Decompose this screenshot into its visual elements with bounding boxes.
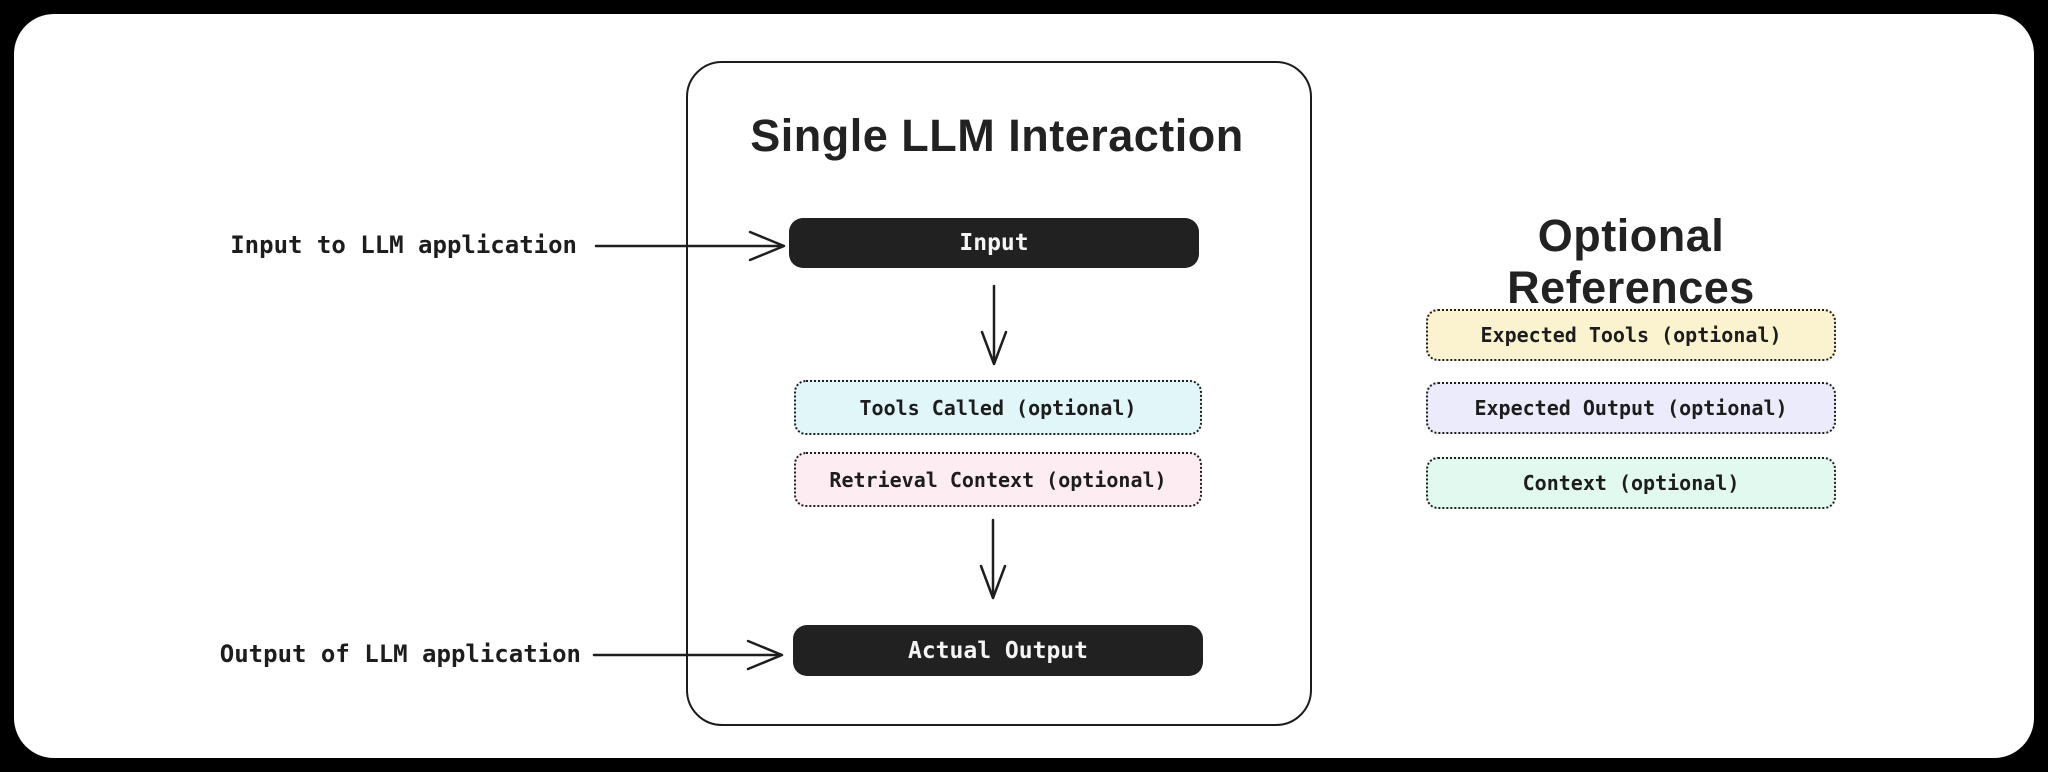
single-llm-interaction-container (686, 61, 1312, 726)
tools-called-node-label: Tools Called (optional) (859, 395, 1137, 420)
retrieval-context-node: Retrieval Context (optional) (794, 452, 1202, 507)
input-node: Input (789, 218, 1199, 268)
tools-called-node: Tools Called (optional) (794, 380, 1202, 435)
actual-output-node: Actual Output (793, 625, 1203, 676)
arrow-right-icon (592, 639, 784, 671)
context-reference-label: Context (optional) (1522, 471, 1740, 495)
context-reference: Context (optional) (1426, 457, 1836, 509)
expected-output-reference: Expected Output (optional) (1426, 382, 1836, 434)
input-node-label: Input (959, 230, 1029, 256)
expected-output-reference-label: Expected Output (optional) (1474, 396, 1788, 420)
diagram-title: Single LLM Interaction (750, 110, 1244, 161)
expected-tools-reference: Expected Tools (optional) (1426, 309, 1836, 361)
output-annotation-label: Output of LLM application (219, 640, 581, 668)
actual-output-node-label: Actual Output (907, 637, 1088, 664)
input-annotation-label: Input to LLM application (230, 231, 577, 259)
optional-references-title: Optional References (1507, 210, 1755, 313)
expected-tools-reference-label: Expected Tools (optional) (1480, 323, 1782, 347)
arrow-down-icon (979, 518, 1007, 600)
arrow-down-icon (980, 284, 1008, 366)
retrieval-context-node-label: Retrieval Context (optional) (829, 467, 1167, 492)
canvas-card: Single LLM Interaction Input Tools Calle… (14, 14, 2034, 758)
arrow-right-icon (594, 230, 786, 262)
